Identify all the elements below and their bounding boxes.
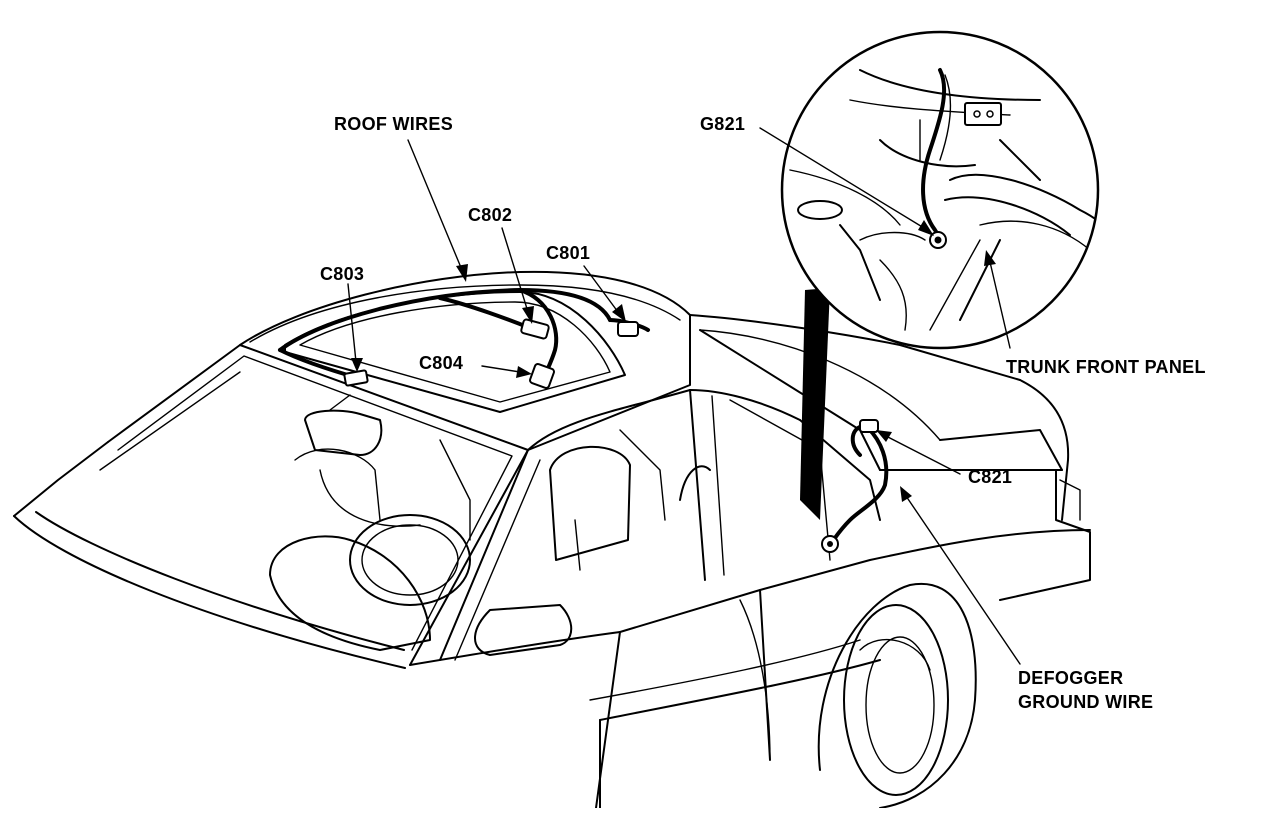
connector-c802 xyxy=(520,318,550,340)
c801-arrowhead xyxy=(612,304,626,322)
detail-callout-beam xyxy=(800,288,830,520)
car-body-outline xyxy=(13,270,1091,809)
label-c804: C804 xyxy=(419,353,464,373)
label-c801: C801 xyxy=(546,243,591,263)
c803-arrowhead xyxy=(351,358,363,372)
connector-c801 xyxy=(617,321,639,337)
label-defogger-line1: DEFOGGER xyxy=(1018,668,1124,688)
label-defogger-line2: GROUND WIRE xyxy=(1018,692,1154,712)
c821-arrowhead xyxy=(876,430,892,442)
c804-arrowhead xyxy=(516,366,532,378)
trunk-panel-arrowhead xyxy=(984,250,996,266)
g821-arrowhead xyxy=(918,220,934,236)
label-g821: G821 xyxy=(700,114,746,134)
defogger-ground-wire xyxy=(821,419,889,553)
roof-wires-arrowhead xyxy=(456,264,468,282)
leader-lines xyxy=(347,127,1021,665)
connector-c803 xyxy=(343,369,369,387)
label-c802: C802 xyxy=(468,205,513,225)
label-roof-wires: ROOF WIRES xyxy=(334,114,453,134)
label-c821: C821 xyxy=(968,467,1013,487)
defogger-arrowhead xyxy=(900,486,912,502)
connector-c821 xyxy=(859,419,879,433)
c802-arrowhead xyxy=(522,306,534,324)
detail-circle xyxy=(780,30,1100,350)
label-trunk-front-panel: TRUNK FRONT PANEL xyxy=(1006,357,1206,377)
label-c803: C803 xyxy=(320,264,365,284)
connector-c804 xyxy=(529,363,555,389)
